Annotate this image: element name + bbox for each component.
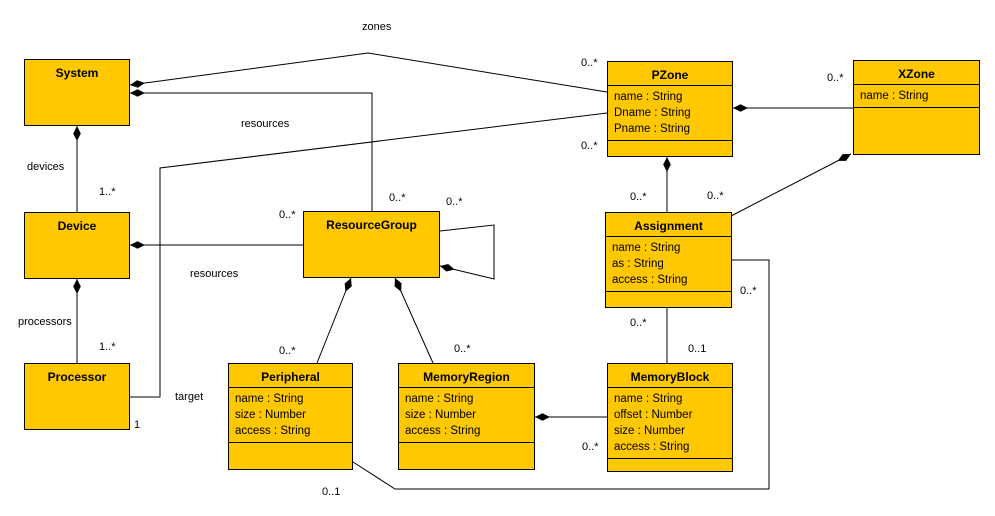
multiplicity-label: 1..*	[99, 341, 116, 353]
edge-resourcegroup-peripheral	[316, 277, 352, 364]
class-operations	[606, 291, 731, 307]
class-title: PZone	[651, 68, 689, 82]
attribute: access : String	[235, 425, 311, 437]
class-operations	[608, 458, 732, 471]
attribute: name : String	[405, 393, 474, 405]
class-resourcegroup[interactable]: ResourceGroup	[303, 211, 440, 278]
multiplicity-label: 0..1	[322, 486, 341, 498]
attribute: access : String	[405, 425, 481, 437]
multiplicity-label: 0..*	[630, 191, 647, 203]
multiplicity-label: 0..*	[740, 285, 757, 297]
class-attributes: name : String	[854, 84, 979, 107]
edge-label-zones: zones	[362, 21, 392, 33]
multiplicity-label: 0..*	[827, 72, 844, 84]
class-attributes: name : String offset : Number size : Num…	[608, 387, 732, 458]
class-title: MemoryBlock	[630, 370, 710, 384]
attribute: offset : Number	[614, 409, 693, 421]
class-xzone[interactable]: XZone name : String	[853, 60, 980, 155]
class-title: Device	[57, 219, 97, 233]
attribute: access : String	[614, 441, 690, 453]
edge-system-pzone-zones	[129, 52, 608, 93]
class-attributes: name : String Dname : String Pname : Str…	[608, 85, 732, 140]
class-operations	[608, 140, 732, 156]
class-operations	[399, 442, 534, 469]
edge-label-resources-device: resources	[190, 268, 239, 280]
class-attributes: name : String size : Number access : Str…	[399, 387, 534, 442]
attribute: name : String	[614, 91, 683, 103]
multiplicity-label: 0..*	[582, 441, 599, 453]
attribute: name : String	[614, 393, 683, 405]
edge-xzone-assignment	[730, 153, 852, 217]
attribute: as : String	[612, 258, 664, 270]
multiplicity-label: 0..*	[279, 209, 296, 221]
class-device[interactable]: Device	[24, 212, 130, 279]
class-attributes: name : String as : String access : Strin…	[606, 236, 731, 291]
edge-label-devices: devices	[27, 161, 65, 173]
edge-system-resourcegroup-resources	[130, 89, 373, 211]
class-title: Processor	[47, 370, 107, 384]
edge-label-target: target	[175, 391, 204, 403]
attribute: name : String	[612, 242, 681, 254]
multiplicity-label: 0..*	[389, 192, 406, 204]
class-attributes: name : String size : Number access : Str…	[229, 387, 352, 442]
class-processor[interactable]: Processor	[24, 363, 130, 430]
class-title: ResourceGroup	[326, 218, 417, 232]
class-title: XZone	[898, 67, 935, 81]
attribute: Dname : String	[614, 107, 691, 119]
class-title: Peripheral	[261, 370, 320, 384]
edge-label-resources-system: resources	[241, 118, 290, 130]
multiplicity-label: 0..1	[688, 343, 707, 355]
class-title: System	[55, 66, 99, 80]
multiplicity-label: 0..*	[454, 343, 471, 355]
edge-resourcegroup-self	[439, 224, 495, 280]
edge-label-processors: processors	[18, 316, 72, 328]
class-system[interactable]: System	[24, 59, 130, 126]
multiplicity-label: 0..*	[707, 190, 724, 202]
class-memoryblock[interactable]: MemoryBlock name : String offset : Numbe…	[607, 363, 733, 472]
class-operations	[854, 107, 979, 154]
edge-assignment-peripheral	[352, 259, 770, 490]
class-peripheral[interactable]: Peripheral name : String size : Number a…	[228, 363, 353, 470]
multiplicity-label: 0..*	[630, 317, 647, 329]
class-memoryregion[interactable]: MemoryRegion name : String size : Number…	[398, 363, 535, 470]
multiplicity-label: 0..*	[279, 345, 296, 357]
attribute: Pname : String	[614, 123, 691, 135]
edge-pzone-processor-target	[130, 112, 608, 398]
multiplicity-label: 1	[134, 419, 141, 431]
class-title: MemoryRegion	[423, 370, 510, 384]
class-assignment[interactable]: Assignment name : String as : String acc…	[605, 212, 732, 308]
multiplicity-label: 1..*	[99, 186, 116, 198]
multiplicity-label: 0..*	[581, 140, 598, 152]
class-pzone[interactable]: PZone name : String Dname : String Pname…	[607, 61, 733, 157]
multiplicity-label: 0..*	[581, 57, 598, 69]
multiplicity-label: 0..*	[446, 196, 463, 208]
attribute: name : String	[235, 393, 304, 405]
class-operations	[229, 442, 352, 469]
attribute: name : String	[860, 90, 929, 102]
edge-resourcegroup-memoryregion	[394, 277, 434, 364]
attribute: size : Number	[614, 425, 685, 437]
attribute: size : Number	[405, 409, 476, 421]
attribute: access : String	[612, 274, 688, 286]
attribute: size : Number	[235, 409, 306, 421]
class-title: Assignment	[634, 219, 703, 233]
